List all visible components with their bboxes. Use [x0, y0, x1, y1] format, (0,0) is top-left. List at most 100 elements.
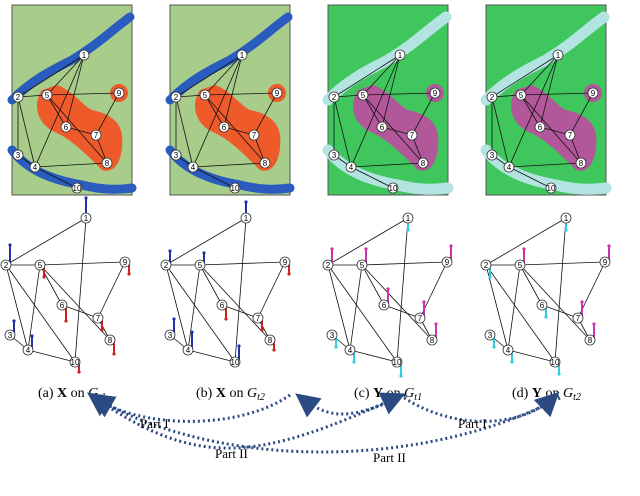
graph-node-5 — [34, 259, 46, 271]
graph-node-10 — [229, 356, 241, 368]
node-label: 8 — [588, 336, 593, 345]
graph-edge — [485, 217, 567, 266]
region-blob — [195, 85, 281, 171]
node-label: 8 — [430, 336, 435, 345]
graph-node-7 — [252, 312, 264, 324]
map-node-5 — [357, 89, 369, 101]
map-node-7 — [406, 129, 418, 141]
map-node-10 — [387, 182, 399, 194]
map-node-8 — [259, 157, 271, 169]
map-edge — [65, 54, 85, 128]
map-edge — [569, 92, 594, 136]
graph-node-1 — [80, 212, 92, 224]
map-node-2 — [12, 91, 24, 103]
graph-edge — [507, 264, 521, 351]
node-label: 5 — [203, 91, 208, 100]
arrow-label-part-2-right: Part II — [373, 450, 406, 465]
map-edge — [362, 92, 436, 96]
node-label: 3 — [490, 151, 495, 160]
node-label: 7 — [252, 131, 257, 140]
node-label: 9 — [445, 258, 450, 267]
arrow-part-2-left — [89, 395, 561, 454]
node-label: 8 — [105, 159, 110, 168]
graph-edge — [199, 264, 271, 341]
node-label: 5 — [45, 91, 50, 100]
signal-tip-2 — [488, 275, 492, 279]
node-label: 7 — [568, 131, 573, 140]
graph-node-3 — [326, 329, 338, 341]
node-label: 5 — [361, 91, 366, 100]
node-label: 9 — [123, 258, 128, 267]
signal-tip-6 — [224, 317, 228, 321]
graph-node-4 — [182, 344, 194, 356]
map-edge — [362, 94, 383, 128]
graph-edge — [61, 304, 99, 319]
graph-node-4 — [344, 344, 356, 356]
node-label: 2 — [16, 93, 21, 102]
caption-subscript: t2 — [257, 392, 265, 403]
signal-tip-4 — [30, 334, 34, 338]
node-label: 9 — [117, 89, 122, 98]
signal-tip-7 — [260, 328, 264, 332]
node-label: 3 — [330, 331, 335, 340]
map-node-4 — [345, 161, 357, 173]
map-edge — [350, 54, 401, 168]
graph-edge — [519, 261, 606, 266]
node-label: 10 — [71, 358, 80, 367]
map-node-4 — [187, 161, 199, 173]
map-edge — [46, 94, 67, 128]
graph-node-5 — [194, 259, 206, 271]
node-label: 6 — [382, 301, 387, 310]
signal-tip-2 — [330, 247, 334, 251]
map-node-3 — [12, 149, 24, 161]
map-node-9 — [271, 87, 283, 99]
caption-c: (c) Y on Gt1 — [354, 386, 422, 403]
node-label: 7 — [256, 314, 261, 323]
signal-tip-8 — [272, 348, 276, 352]
map-node-7 — [90, 129, 102, 141]
map-node-1 — [394, 49, 406, 61]
map-edge — [539, 54, 559, 128]
graph-node-9 — [599, 256, 611, 268]
graph-node-8 — [426, 334, 438, 346]
graph-edge — [507, 349, 556, 363]
map-edge — [17, 96, 36, 168]
node-label: 6 — [222, 123, 227, 132]
node-label: 9 — [591, 89, 596, 98]
node-label: 3 — [332, 151, 337, 160]
graph-edge — [257, 261, 286, 319]
arrow-label-part-1-right: Part I — [458, 416, 487, 431]
map-node-10 — [545, 182, 557, 194]
node-label: 8 — [268, 336, 273, 345]
node-label: 9 — [283, 258, 288, 267]
signal-tip-2 — [8, 243, 12, 247]
arrow-part-2-right — [94, 392, 406, 450]
map-edge — [381, 54, 401, 128]
node-label: 5 — [38, 261, 43, 270]
caption-prefix: (c) — [354, 386, 373, 401]
node-label: 4 — [506, 346, 511, 355]
signal-tip-4 — [510, 360, 514, 364]
graph-edge — [187, 349, 236, 363]
caption-subscript: t1 — [414, 392, 422, 403]
map-node-8 — [417, 157, 429, 169]
caption-d: (d) Y on Gt2 — [512, 386, 581, 403]
map-node-7 — [248, 129, 260, 141]
signal-tip-9 — [287, 272, 291, 276]
node-label: 2 — [174, 93, 179, 102]
map-node-9 — [113, 87, 125, 99]
graph-edge — [554, 217, 567, 363]
map-edge — [362, 54, 401, 96]
graph-edge — [5, 264, 76, 363]
map-edge — [192, 54, 243, 168]
graph-edge — [165, 217, 247, 266]
graph-node-7 — [92, 312, 104, 324]
caption-variable: Y — [373, 386, 383, 401]
map-node-1 — [78, 49, 90, 61]
map-edge — [350, 162, 424, 168]
signal-tip-10 — [557, 372, 561, 376]
signal-tip-5 — [202, 251, 206, 255]
caption-on: on — [226, 386, 247, 401]
graph-edge — [39, 261, 126, 266]
